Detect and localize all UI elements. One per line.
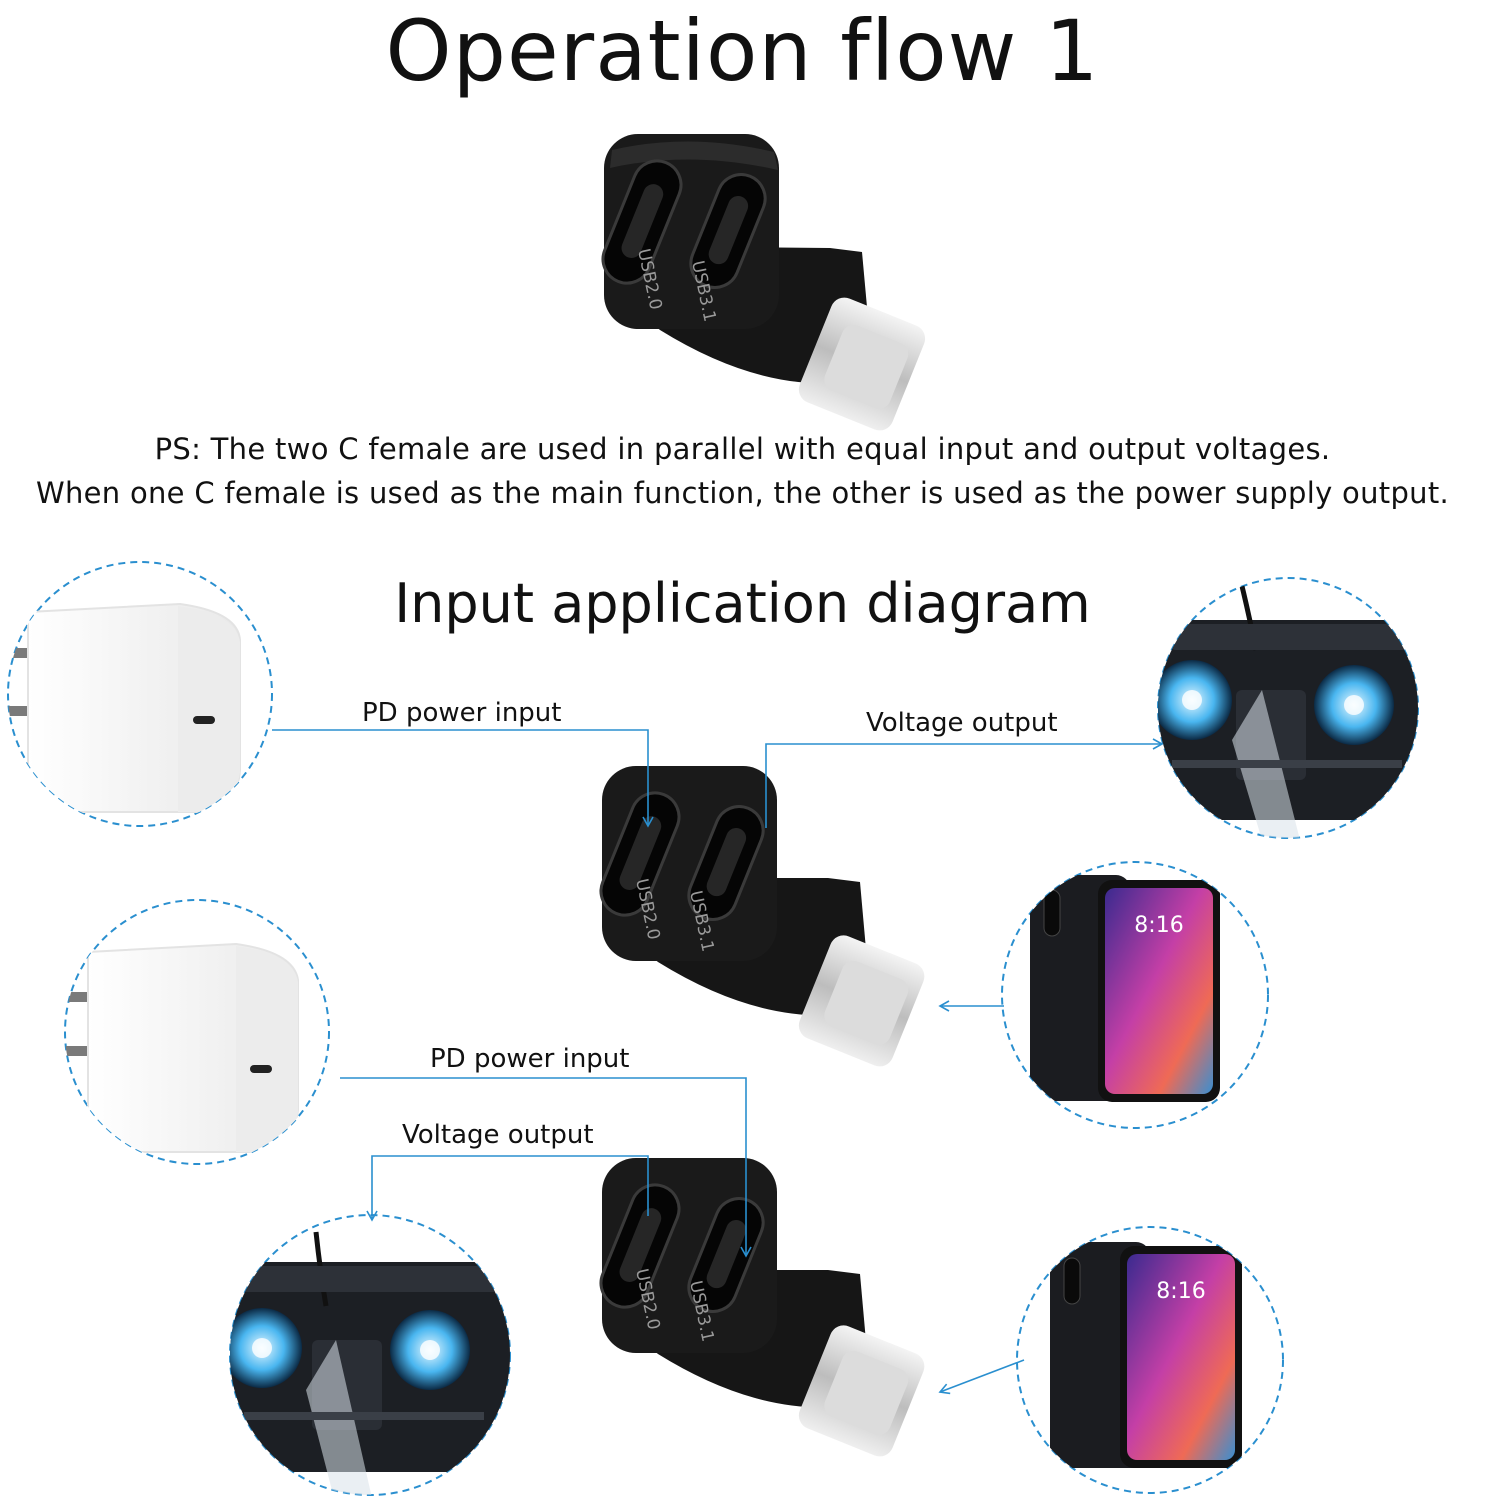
phone-top-clock: 8:16 (1134, 913, 1183, 938)
label-voltage-output-top: Voltage output (866, 708, 1058, 738)
label-voltage-output-bottom: Voltage output (402, 1120, 594, 1150)
phone-circle-top: 8:16 (1001, 861, 1269, 1129)
note-line-1: PS: The two C female are used in paralle… (154, 432, 1331, 466)
flow-arrow-pd-input-top (272, 729, 654, 828)
flow-arrow-voltage-output-top (765, 738, 1164, 828)
gamepad-circle-top (1157, 577, 1419, 839)
gamepad-controller-icon (230, 1231, 510, 1495)
smartphone-icon: 8:16 (1030, 875, 1220, 1102)
flow-arrow-phone-bottom (938, 1359, 1025, 1395)
usb-c-adapter-middle: USB2.0 USB3.1 (599, 766, 925, 1067)
usb-c-adapter-bottom: USB2.0 USB3.1 (599, 1158, 925, 1457)
flow-arrow-voltage-output-bottom (366, 1155, 649, 1222)
page-title: Operation flow 1 (385, 2, 1100, 100)
gamepad-circle-bottom (229, 1214, 511, 1496)
label-pd-power-input-bottom: PD power input (430, 1044, 630, 1074)
charger-circle-bottom (64, 899, 330, 1165)
note-line-2: When one C female is used as the main fu… (35, 476, 1450, 510)
usb-c-charger-icon (8, 602, 241, 813)
smartphone-icon: 8:16 (1050, 1242, 1242, 1468)
phone-circle-bottom: 8:16 (1016, 1226, 1284, 1494)
flow-arrow-pd-input-bottom (340, 1077, 752, 1258)
charger-circle-top (7, 561, 273, 827)
section-title: Input application diagram (394, 572, 1091, 635)
usb-c-charger-icon (65, 942, 299, 1153)
phone-bottom-clock: 8:16 (1156, 1279, 1205, 1304)
label-pd-power-input-top: PD power input (362, 698, 562, 728)
usb-c-adapter-top: USB2.0 USB3.1 (601, 134, 926, 431)
